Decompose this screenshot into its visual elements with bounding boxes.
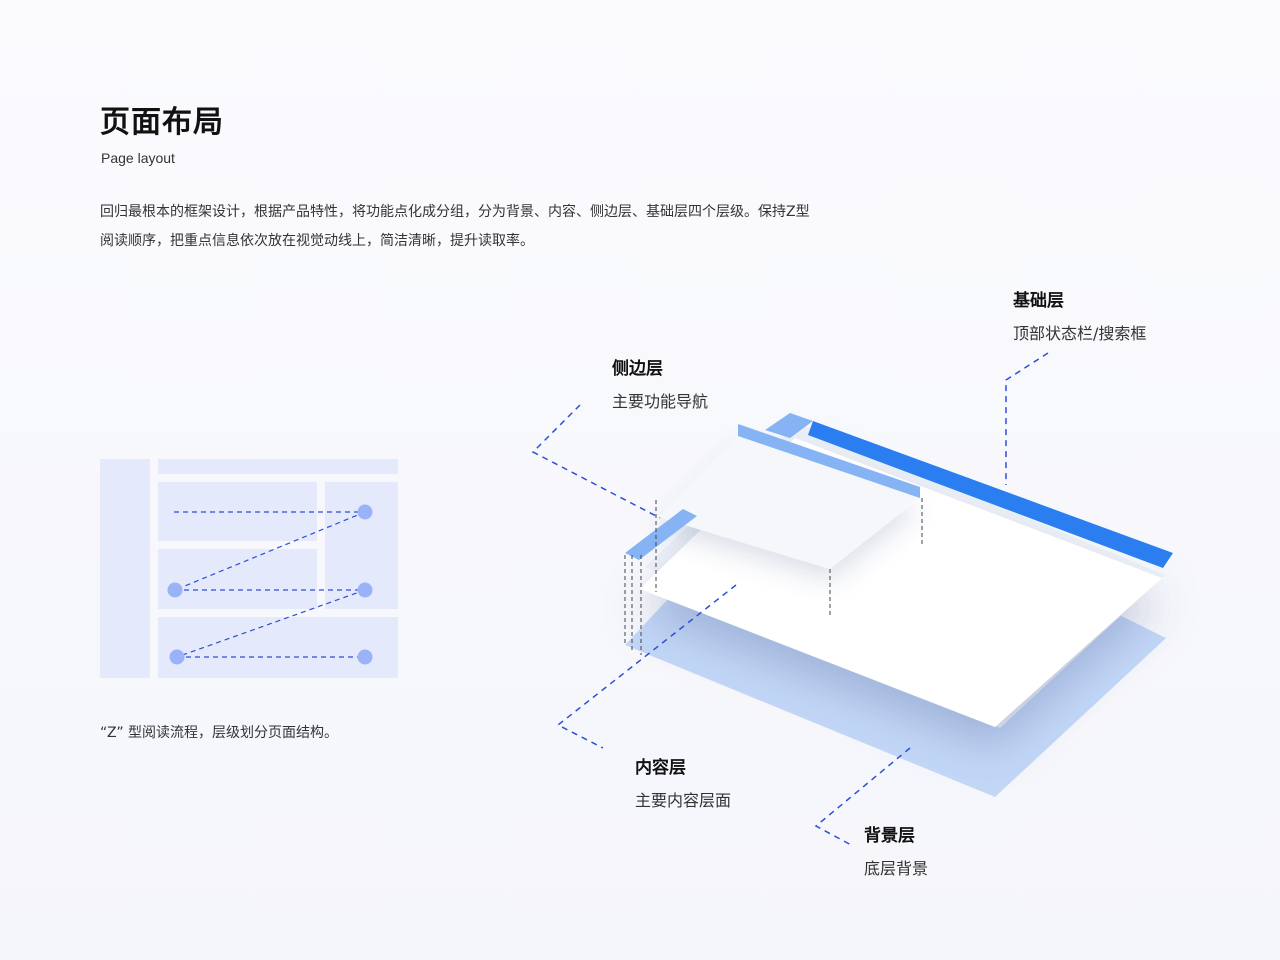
wireframe-block-4 bbox=[158, 617, 398, 678]
base-leader-line bbox=[1005, 352, 1049, 485]
reading-point bbox=[357, 504, 373, 520]
side-layer-bar bbox=[738, 424, 920, 498]
wireframe-topbar bbox=[158, 459, 398, 474]
layer-label-base: 基础层 顶部状态栏/搜索框 bbox=[1013, 290, 1146, 345]
layer-label-background: 背景层 底层背景 bbox=[864, 825, 928, 880]
page-subtitle: Page layout bbox=[101, 150, 175, 166]
reading-point bbox=[357, 582, 373, 598]
layer-title: 内容层 bbox=[635, 758, 686, 778]
base-layer-bar bbox=[808, 421, 1173, 568]
layer-desc: 底层背景 bbox=[864, 859, 929, 878]
background-leader-line bbox=[814, 747, 911, 847]
layer-label-content: 内容层 主要内容层面 bbox=[635, 757, 731, 812]
reading-point bbox=[167, 582, 183, 598]
layer-title: 侧边层 bbox=[612, 359, 663, 379]
z-pattern-wireframe bbox=[100, 459, 398, 678]
layer-desc: 主要功能导航 bbox=[612, 392, 709, 411]
wireframe-caption: “Z” 型阅读流程，层级划分页面结构。 bbox=[100, 725, 339, 741]
page-description: 回归最根本的框架设计，根据产品特性，将功能点化成分组，分为背景、内容、侧边层、基… bbox=[100, 204, 810, 249]
page-title: 页面布局 bbox=[100, 105, 224, 140]
layer-label-side: 侧边层 主要功能导航 bbox=[612, 358, 708, 413]
side-layer-strip bbox=[625, 509, 697, 560]
layer-desc: 主要内容层面 bbox=[635, 791, 732, 810]
layer-title: 基础层 bbox=[1013, 291, 1064, 311]
z-reading-path bbox=[167, 504, 373, 665]
layer-title: 背景层 bbox=[864, 826, 915, 846]
reading-point bbox=[169, 649, 185, 665]
base-layer-tab bbox=[765, 413, 813, 438]
reading-point bbox=[357, 649, 373, 665]
layer-desc: 顶部状态栏/搜索框 bbox=[1013, 324, 1147, 343]
wireframe-sidebar bbox=[100, 459, 150, 678]
side-leader-line bbox=[531, 404, 661, 519]
wireframe-block-3 bbox=[158, 549, 317, 609]
side-layer-panel bbox=[658, 436, 920, 569]
